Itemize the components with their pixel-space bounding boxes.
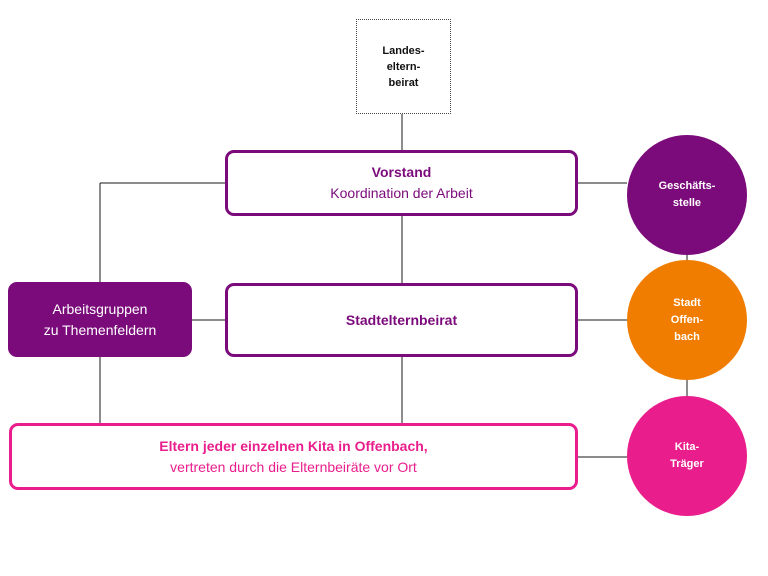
landeselternbeirat-node: Landes- eltern- beirat bbox=[356, 19, 451, 114]
arbeitsgruppen-box: Arbeitsgruppen zu Themenfeldern bbox=[8, 282, 192, 357]
kita-traeger-circle: Kita- Träger bbox=[627, 396, 747, 516]
vorstand-title: Vorstand bbox=[371, 164, 432, 180]
stadt-offenbach-line-1: Stadt bbox=[673, 296, 701, 309]
vorstand-box: Vorstand Koordination der Arbeit bbox=[225, 150, 578, 216]
kita-traeger-line-1: Kita- bbox=[674, 441, 700, 453]
geschaeftsstelle-line-2: stelle bbox=[672, 197, 702, 209]
landes-line-1: Landes- bbox=[382, 44, 425, 57]
landes-line-2: eltern- bbox=[386, 60, 421, 73]
arbeitsgruppen-line-1: Arbeitsgruppen bbox=[52, 300, 148, 317]
stadt-offenbach-line-2: Offen- bbox=[670, 313, 704, 326]
kita-traeger-line-2: Träger bbox=[670, 458, 704, 470]
eltern-box: Eltern jeder einzelnen Kita in Offenbach… bbox=[9, 423, 578, 490]
eltern-subtitle: vertreten durch die Elternbeiräte vor Or… bbox=[170, 458, 417, 475]
stadtelternbeirat-title: Stadtelternbeirat bbox=[345, 312, 458, 328]
geschaeftsstelle-circle: Geschäfts- stelle bbox=[627, 135, 747, 255]
vorstand-subtitle: Koordination der Arbeit bbox=[330, 185, 473, 201]
stadtelternbeirat-box: Stadtelternbeirat bbox=[225, 283, 578, 357]
eltern-title: Eltern jeder einzelnen Kita in Offenbach… bbox=[159, 437, 428, 454]
stadt-offenbach-circle: Stadt Offen- bach bbox=[627, 260, 747, 380]
arbeitsgruppen-line-2: zu Themenfeldern bbox=[43, 321, 157, 338]
geschaeftsstelle-line-1: Geschäfts- bbox=[658, 180, 716, 192]
stadt-offenbach-line-3: bach bbox=[674, 330, 700, 343]
landes-line-3: beirat bbox=[388, 76, 419, 89]
